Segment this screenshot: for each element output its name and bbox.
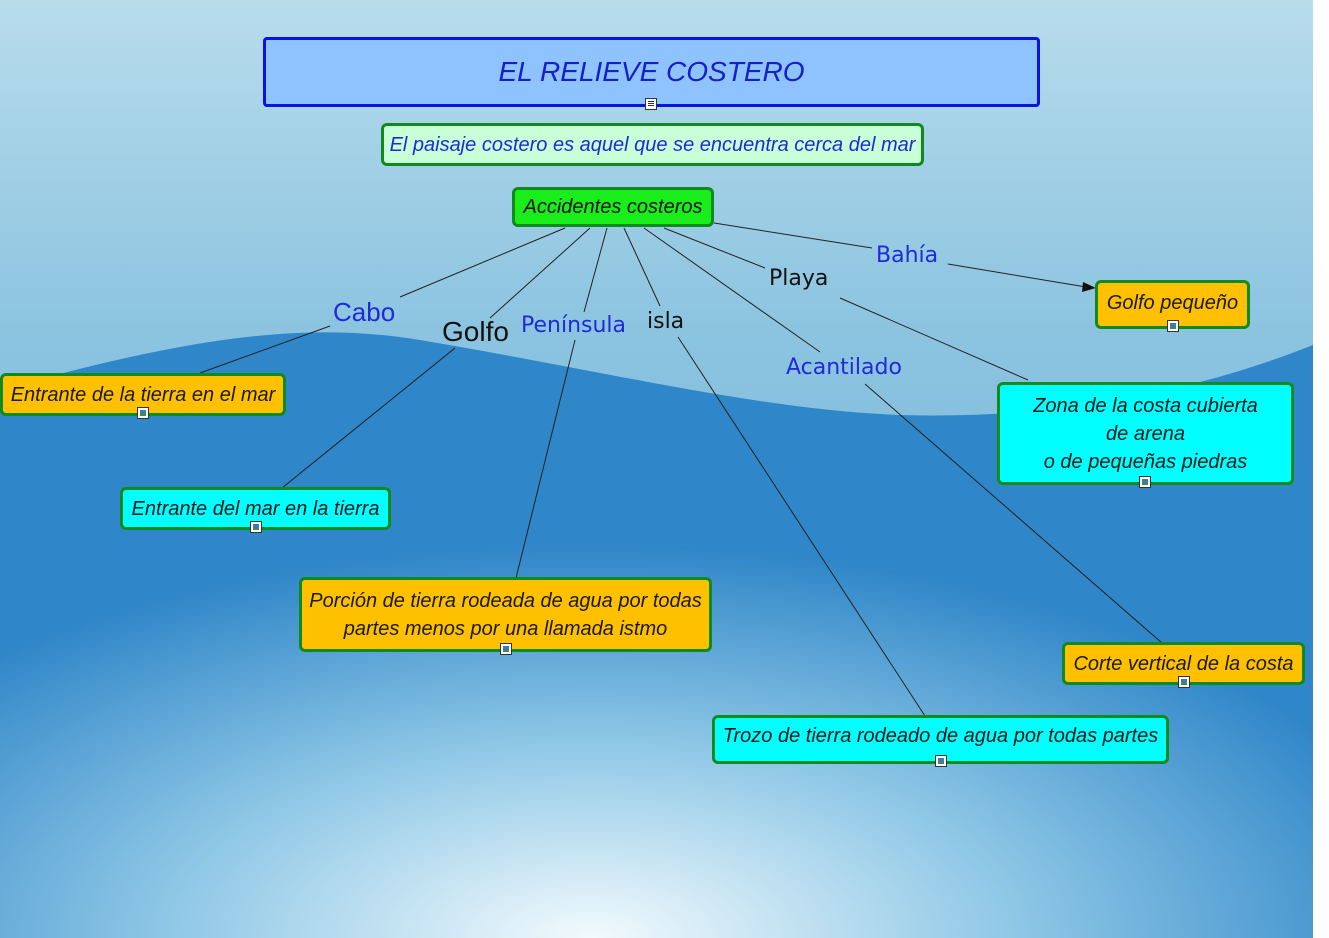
concept-bahia-text: Golfo pequeño: [1106, 292, 1239, 314]
image-icon[interactable]: [1178, 676, 1190, 688]
intro-node: El paisaje costero es aquel que se encue…: [381, 123, 924, 166]
root-node: Accidentes costeros: [512, 187, 714, 227]
image-icon[interactable]: [1139, 476, 1151, 488]
concept-peninsula-text: Porción de tierra rodeada de agua por to…: [309, 589, 702, 640]
image-icon[interactable]: [935, 755, 947, 767]
link-label-cabo: Cabo: [333, 297, 396, 327]
link-label-golfo: Golfo: [442, 316, 509, 347]
map-title-text: EL RELIEVE COSTERO: [498, 56, 805, 87]
concept-acantilado-text: Corte vertical de la costa: [1073, 652, 1294, 675]
link-label-playa: Playa: [769, 266, 829, 291]
root-text: Accidentes costeros: [523, 196, 703, 218]
image-icon[interactable]: [500, 643, 512, 655]
map-title: EL RELIEVE COSTERO: [263, 37, 1040, 107]
concept-cabo-text: Entrante de la tierra en el mar: [10, 383, 276, 406]
image-icon[interactable]: [1167, 320, 1179, 332]
image-icon[interactable]: [250, 521, 262, 533]
image-icon[interactable]: [137, 407, 149, 419]
document-icon[interactable]: [645, 98, 657, 110]
concept-playa-text: Zona de la costa cubierta de arena o de …: [1033, 394, 1258, 473]
concept-playa: Zona de la costa cubierta de arena o de …: [997, 382, 1294, 485]
link-label-peninsula: Península: [521, 313, 627, 338]
link-label-acantilado: Acantilado: [786, 355, 902, 380]
link-label-isla: isla: [647, 309, 685, 334]
link-label-bahia: Bahía: [876, 243, 939, 268]
intro-text: El paisaje costero es aquel que se encue…: [389, 133, 916, 156]
concept-golfo-text: Entrante del mar en la tierra: [131, 497, 380, 520]
concept-peninsula: Porción de tierra rodeada de agua por to…: [299, 577, 712, 652]
concept-isla-text: Trozo de tierra rodeado de agua por toda…: [722, 725, 1159, 747]
